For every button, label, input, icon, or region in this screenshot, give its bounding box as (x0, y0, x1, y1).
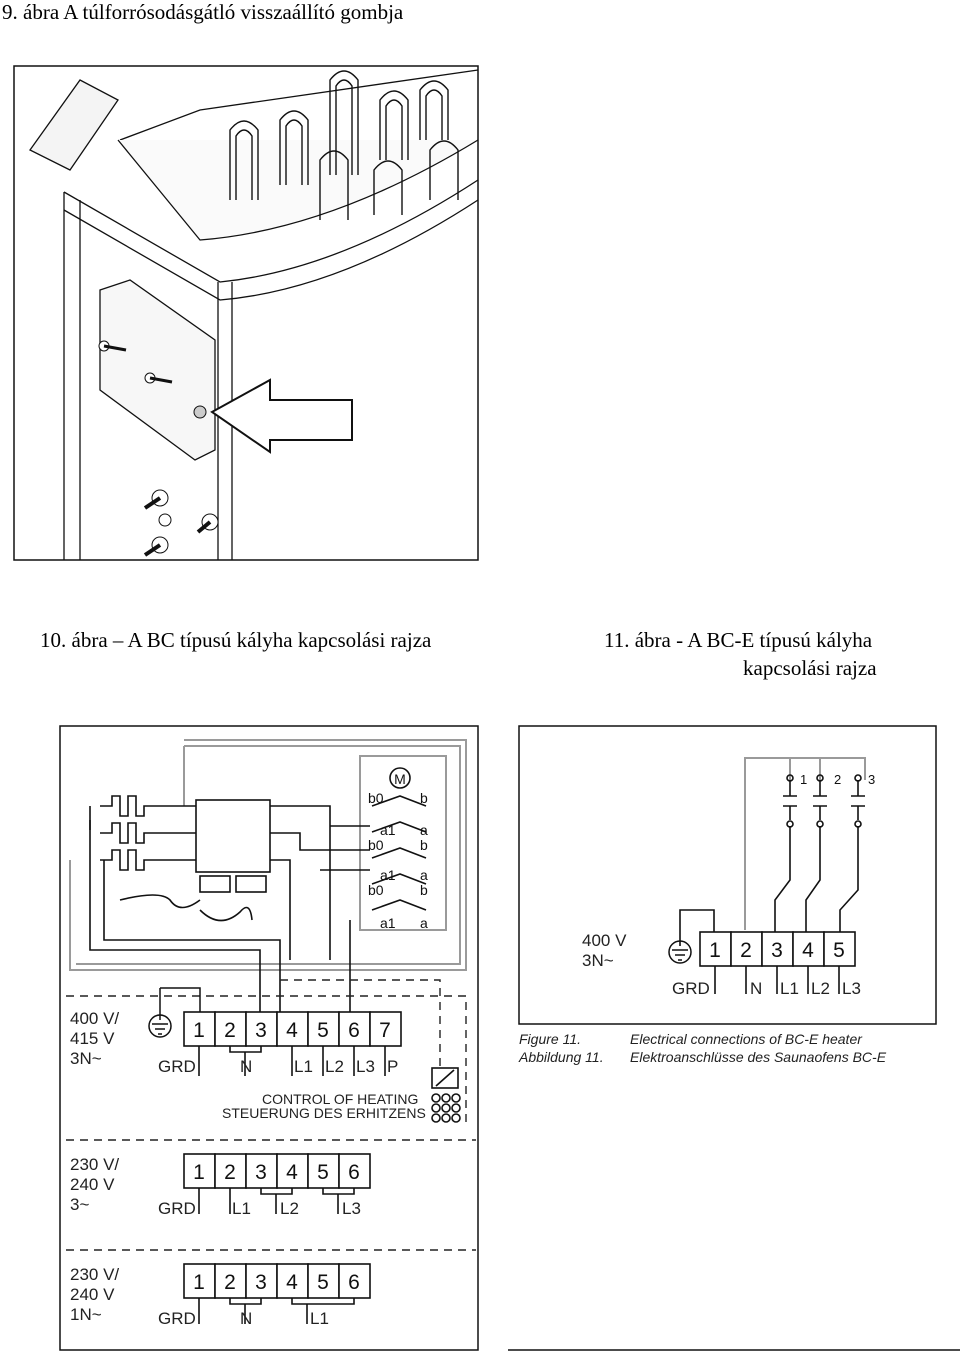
terminal-bce-5: 5 (833, 939, 845, 962)
control-label-de: STEUERUNG DES ERHITZENS (222, 1105, 426, 1121)
terminal-block-230-3: 1 2 3 4 5 6 (183, 1153, 371, 1189)
label-bce-l2: L2 (811, 979, 830, 998)
terminal-230-3-4: 4 (286, 1161, 298, 1184)
voltage-400-line1: 400 V/ (70, 1009, 119, 1028)
voltage-400-line3: 3N~ (70, 1049, 102, 1068)
terminal-400-2: 2 (224, 1019, 236, 1042)
heater-element-label-1: 1 (800, 772, 807, 787)
label-400-grd: GRD (158, 1057, 196, 1076)
figure-11-caption-en: Electrical connections of BC-E heater (630, 1031, 863, 1047)
relay-label-b-3: b (420, 882, 428, 898)
terminal-bce-1: 1 (709, 939, 721, 962)
terminal-230-3-3: 3 (255, 1161, 267, 1184)
label-400-p: P (387, 1057, 398, 1076)
terminal-bce-2: 2 (740, 939, 752, 962)
voltage-400-bce-line2: 3N~ (582, 951, 614, 970)
terminal-bce-3: 3 (771, 939, 783, 962)
label-230-1-n: N (240, 1309, 252, 1328)
bc-e-wiring-diagram: 1 2 3 400 V 3N~ 1 2 3 4 5 GRD N L1 L2 L3 (508, 725, 960, 1351)
voltage-230-1-line3: 1N~ (70, 1305, 102, 1324)
ground-icon (668, 940, 692, 964)
figure-11-label-de: Abbildung 11. (518, 1049, 604, 1065)
voltage-400-bce-line1: 400 V (582, 931, 627, 950)
label-400-l3: L3 (356, 1057, 375, 1076)
relay-label-a1-1: a1 (380, 822, 396, 838)
label-400-l1: L1 (294, 1057, 313, 1076)
terminal-block-230-1: 1 2 3 4 5 6 (183, 1263, 371, 1299)
figure-11-caption-line1: 11. ábra - A BC-E típusú kályha (604, 628, 873, 652)
terminal-230-3-2: 2 (224, 1161, 236, 1184)
voltage-230-3-line3: 3~ (70, 1195, 89, 1214)
terminal-400-5: 5 (317, 1019, 329, 1042)
label-bce-grd: GRD (672, 979, 710, 998)
terminal-230-1-2: 2 (224, 1271, 236, 1294)
terminal-230-3-6: 6 (348, 1161, 360, 1184)
bc-wiring-diagram: M b0 b a1 a b0 b a1 a b0 b a1 a 400 V/ 4… (59, 725, 479, 1351)
relay-label-a-3: a (420, 915, 428, 931)
figure-9-caption: 9. ábra A túlforrósodásgátló visszaállít… (2, 0, 404, 24)
relay-label-a-1: a (420, 822, 428, 838)
voltage-230-3-line1: 230 V/ (70, 1155, 119, 1174)
relay-label-a-2: a (420, 867, 428, 883)
terminal-230-1-6: 6 (348, 1271, 360, 1294)
terminal-400-7: 7 (379, 1019, 391, 1042)
voltage-230-3-line2: 240 V (70, 1175, 115, 1194)
terminal-400-6: 6 (348, 1019, 360, 1042)
terminal-230-1-5: 5 (317, 1271, 329, 1294)
figure-11-label-en: Figure 11. (519, 1031, 581, 1047)
ground-icon (148, 987, 201, 1038)
arrow-icon (210, 378, 353, 454)
terminal-400-1: 1 (193, 1019, 205, 1042)
terminal-230-1-4: 4 (286, 1271, 298, 1294)
terminal-400-3: 3 (255, 1019, 267, 1042)
relay-label-b-1: b (420, 790, 428, 806)
figure-11-caption-de: Elektroanschlüsse des Saunaofens BC-E (630, 1049, 887, 1065)
motor-label: M (394, 771, 406, 787)
heater-element-label-2: 2 (834, 772, 841, 787)
label-bce-l3: L3 (842, 979, 861, 998)
control-label-en: CONTROL OF HEATING (262, 1091, 418, 1107)
terminal-230-3-1: 1 (193, 1161, 205, 1184)
label-bce-n: N (750, 979, 762, 998)
label-230-3-l1: L1 (232, 1199, 251, 1218)
figure-11-caption-line2: kapcsolási rajza (743, 656, 877, 680)
figure-10-caption: 10. ábra – A BC típusú kályha kapcsolási… (40, 628, 432, 652)
label-230-1-grd: GRD (158, 1309, 196, 1328)
terminal-230-3-5: 5 (317, 1161, 329, 1184)
terminal-block-bce: 1 2 3 4 5 (699, 931, 856, 967)
label-230-3-grd: GRD (158, 1199, 196, 1218)
label-230-3-l3: L3 (342, 1199, 361, 1218)
label-230-3-l2: L2 (280, 1199, 299, 1218)
voltage-230-1-line2: 240 V (70, 1285, 115, 1304)
terminal-230-1-3: 3 (255, 1271, 267, 1294)
voltage-230-1-line1: 230 V/ (70, 1265, 119, 1284)
label-400-l2: L2 (325, 1057, 344, 1076)
relay-label-b0-1: b0 (368, 790, 384, 806)
terminal-230-1-1: 1 (193, 1271, 205, 1294)
label-bce-l1: L1 (780, 979, 799, 998)
terminal-block-400: 1 2 3 4 5 6 7 (183, 1011, 402, 1047)
relay-label-b-2: b (420, 837, 428, 853)
heater-illustration (13, 65, 479, 561)
label-400-n: N (240, 1057, 252, 1076)
voltage-400-line2: 415 V (70, 1029, 115, 1048)
heater-element-label-3: 3 (868, 772, 875, 787)
relay-label-b0-3: b0 (368, 882, 384, 898)
terminal-400-4: 4 (286, 1019, 298, 1042)
relay-label-b0-2: b0 (368, 837, 384, 853)
relay-label-a1-2: a1 (380, 867, 396, 883)
label-230-1-l1: L1 (310, 1309, 329, 1328)
relay-label-a1-3: a1 (380, 915, 396, 931)
terminal-bce-4: 4 (802, 939, 814, 962)
